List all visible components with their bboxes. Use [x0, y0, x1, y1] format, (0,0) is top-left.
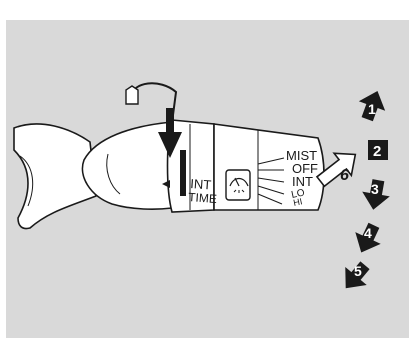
- rotate-arrow-shaft: [166, 108, 174, 134]
- rotate-arrow-tail: [126, 86, 138, 104]
- int-time-scale-bar: [180, 150, 186, 196]
- arrow-5-number: 5: [354, 263, 362, 279]
- position-2-number: 2: [373, 143, 381, 160]
- arrow-6-number: 6: [340, 167, 349, 184]
- arrow-4-number: 4: [364, 225, 372, 241]
- label-time: TIME: [188, 190, 218, 206]
- arrow-3-number: 3: [371, 181, 379, 197]
- arrow-1-number: 1: [368, 101, 376, 117]
